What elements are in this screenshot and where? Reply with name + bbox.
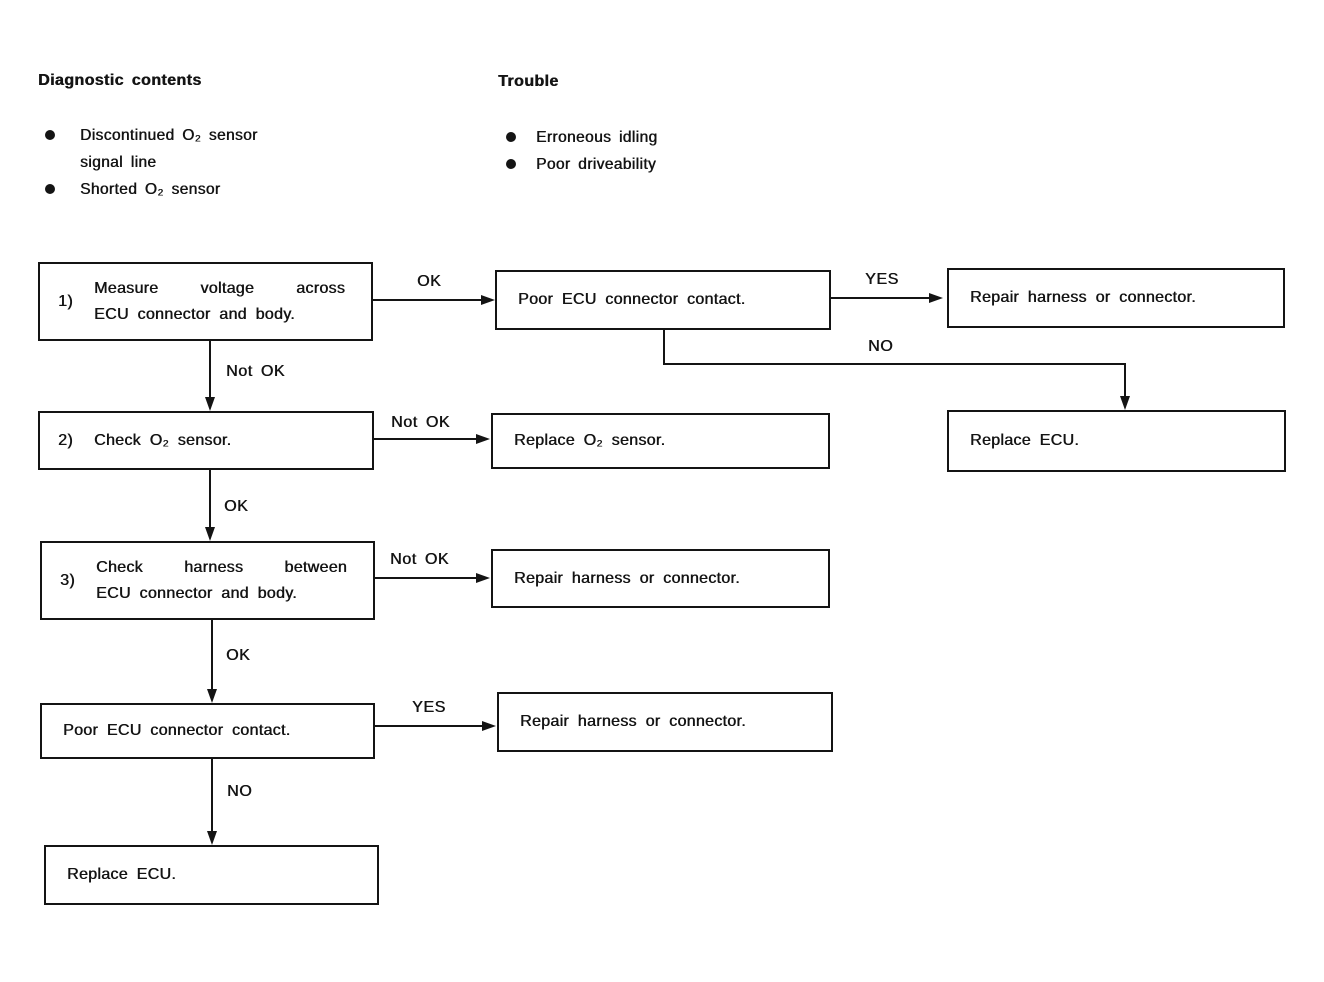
connector-line [372,438,477,440]
arrowhead-right-icon [476,573,490,583]
bullet-icon [45,130,55,140]
diagnostic-contents-heading: Diagnostic contents [38,72,202,89]
step1-line2: ECU connector and body. [94,305,295,323]
edge-label-ok: OK [417,273,442,290]
arrowhead-down-icon [207,689,217,703]
connector-line [371,299,482,301]
connector-line [211,759,213,832]
edge-label-not-ok: Not OK [390,551,450,568]
replace-ecu-box-bottom: Replace ECU. [44,845,379,905]
diagnostic-item: Discontinued O₂ sensor signal line [80,127,258,171]
replace-ecu-bottom-text: Replace ECU. [67,866,176,883]
repair-harness-top-right-text: Repair harness or connector. [970,289,1196,306]
poor-ecu-contact-top-text: Poor ECU connector contact. [518,291,746,308]
step2-text: Check O₂ sensor. [94,428,372,454]
trouble-heading: Trouble [498,73,559,90]
bullet-icon [45,184,55,194]
poor-ecu-contact-bottom-text: Poor ECU connector contact. [63,722,291,739]
repair-harness-box-top-right: Repair harness or connector. [947,268,1285,328]
replace-o2-sensor-box: Replace O₂ sensor. [491,413,830,469]
poor-ecu-contact-box-top: Poor ECU connector contact. [495,270,831,330]
connector-line [209,341,211,398]
edge-label-ok: OK [226,647,251,664]
replace-ecu-box-right: Replace ECU. [947,410,1286,472]
step3-box: 3) Check harness between ECU connector a… [40,541,375,620]
edge-label-not-ok: Not OK [226,363,286,380]
step1-box: 1) Measure voltage across ECU connector … [38,262,373,341]
step1-line1: Measure voltage across [94,279,345,297]
step1-number: 1) [58,292,73,310]
step3-line1: Check harness between [96,558,347,576]
replace-o2-sensor-text: Replace O₂ sensor. [514,432,666,449]
replace-ecu-right-text: Replace ECU. [970,432,1079,449]
bullet-icon [506,132,516,142]
diagnostic-item: Shorted O₂ sensor [80,181,221,198]
connector-line [1124,363,1126,398]
repair-harness-box-bottom: Repair harness or connector. [497,692,833,752]
edge-label-no: NO [868,338,894,355]
arrowhead-right-icon [482,721,496,731]
poor-ecu-contact-box-bottom: Poor ECU connector contact. [40,703,375,759]
step3-number: 3) [60,571,75,589]
connector-line [663,363,1126,365]
step2-line1: Check O₂ sensor. [94,431,232,449]
arrowhead-right-icon [929,293,943,303]
connector-line [829,297,930,299]
repair-harness-bottom-text: Repair harness or connector. [520,713,746,730]
bullet-icon [506,159,516,169]
step3-text: Check harness between ECU connector and … [96,555,373,607]
connector-line [211,618,213,690]
edge-label-ok: OK [224,498,249,515]
arrowhead-right-icon [476,434,490,444]
repair-harness-box-mid: Repair harness or connector. [491,549,830,608]
connector-line [663,329,665,365]
edge-label-yes: YES [412,699,446,716]
edge-label-yes: YES [865,271,899,288]
arrowhead-down-icon [207,831,217,845]
connector-line [373,577,477,579]
step2-box: 2) Check O₂ sensor. [38,411,374,470]
connector-line [209,468,211,528]
step2-number: 2) [58,431,73,449]
edge-label-not-ok: Not OK [391,414,451,431]
step1-text: Measure voltage across ECU connector and… [94,276,371,328]
step3-line2: ECU connector and body. [96,584,297,602]
arrowhead-down-icon [205,527,215,541]
trouble-item: Erroneous idling [536,129,658,146]
trouble-item: Poor driveability [536,156,657,173]
connector-line [373,725,483,727]
arrowhead-right-icon [481,295,495,305]
edge-label-no: NO [227,783,253,800]
arrowhead-down-icon [1120,396,1130,410]
arrowhead-down-icon [205,397,215,411]
repair-harness-mid-text: Repair harness or connector. [514,569,740,587]
